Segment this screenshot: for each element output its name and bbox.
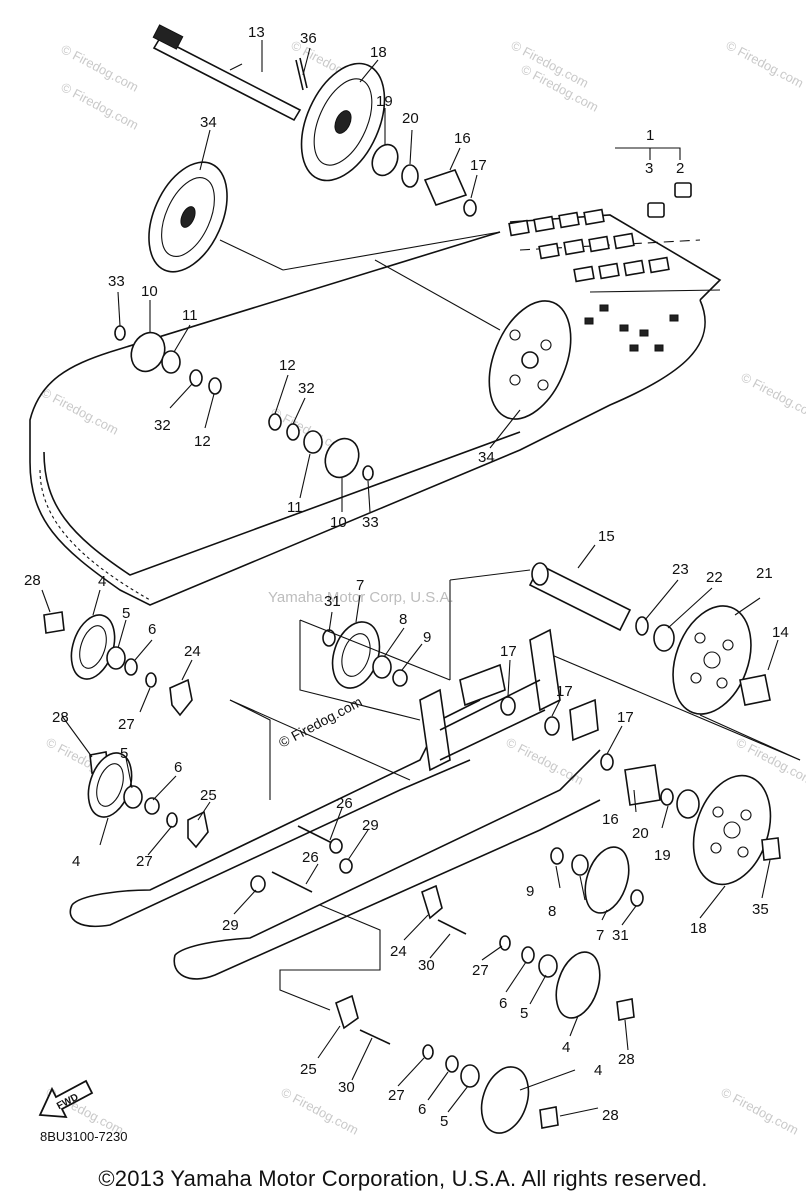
callout-5: 5 xyxy=(120,745,128,762)
callout-6: 6 xyxy=(148,621,156,638)
callout-4: 4 xyxy=(594,1062,602,1079)
callout-33: 33 xyxy=(108,273,125,290)
track-cleats xyxy=(508,208,679,352)
callout-26: 26 xyxy=(302,849,319,866)
watermark-center: Yamaha Motor Corp, U.S.A. xyxy=(268,589,454,606)
watermark: © Firedog.com xyxy=(724,37,806,90)
callout-34: 34 xyxy=(478,449,495,466)
callout-4: 4 xyxy=(98,573,106,590)
callout-30: 30 xyxy=(418,957,435,974)
callout-18: 18 xyxy=(370,44,387,61)
callout-7: 7 xyxy=(356,577,364,594)
callout-14: 14 xyxy=(772,624,789,641)
callout-20: 20 xyxy=(632,825,649,842)
callout-28: 28 xyxy=(618,1051,635,1068)
callout-26: 26 xyxy=(336,795,353,812)
callout-32: 32 xyxy=(154,417,171,434)
callout-5: 5 xyxy=(520,1005,528,1022)
watermark: © Firedog.com xyxy=(719,1084,801,1137)
suspension-rails xyxy=(69,628,601,1011)
callout-17: 17 xyxy=(556,683,573,700)
callout-8: 8 xyxy=(548,903,556,920)
callout-9: 9 xyxy=(423,629,431,646)
callout-19: 19 xyxy=(376,93,393,110)
callout-19: 19 xyxy=(654,847,671,864)
callout-13: 13 xyxy=(248,24,265,41)
callout-23: 23 xyxy=(672,561,689,578)
callout-33: 33 xyxy=(362,514,379,531)
copyright-notice: ©2013 Yamaha Motor Corporation, U.S.A. A… xyxy=(98,1166,708,1191)
callout-29: 29 xyxy=(222,917,239,934)
callout-31: 31 xyxy=(324,593,341,610)
callout-6: 6 xyxy=(174,759,182,776)
callout-12: 12 xyxy=(279,357,296,374)
callout-10: 10 xyxy=(141,283,158,300)
callout-24: 24 xyxy=(184,643,201,660)
callout-22: 22 xyxy=(706,569,723,586)
callout-6: 6 xyxy=(499,995,507,1012)
wheels-center xyxy=(422,846,644,1134)
callout-25: 25 xyxy=(200,787,217,804)
idler-wheel-34-mid xyxy=(488,300,572,420)
watermark: © Firedog.com xyxy=(39,384,121,437)
callout-36: 36 xyxy=(300,30,317,47)
callout-27: 27 xyxy=(472,962,489,979)
callout-16: 16 xyxy=(454,130,471,147)
callout-4: 4 xyxy=(562,1039,570,1056)
callout-numbers: 13 36 18 34 19 20 16 17 1 3 2 33 10 11 3… xyxy=(24,24,789,1130)
callout-9: 9 xyxy=(526,883,534,900)
callout-10: 10 xyxy=(330,514,347,531)
callout-27: 27 xyxy=(388,1087,405,1104)
drive-shaft xyxy=(152,24,308,122)
watermark: © Firedog.com xyxy=(504,734,586,787)
callout-20: 20 xyxy=(402,110,419,127)
part-code: 8BU3100-7230 xyxy=(40,1129,128,1144)
callout-11: 11 xyxy=(182,307,198,324)
callout-17: 17 xyxy=(617,709,634,726)
callout-11: 11 xyxy=(287,499,303,516)
callout-24: 24 xyxy=(390,943,407,960)
callout-3: 3 xyxy=(645,160,653,177)
track-clips xyxy=(615,147,692,218)
wheels-left xyxy=(43,611,178,828)
watermark-firedog-center: © Firedog.com xyxy=(276,693,365,750)
callout-28: 28 xyxy=(24,572,41,589)
leader-lines-upper xyxy=(117,40,521,513)
idler-lower-right xyxy=(500,696,781,886)
watermark: © Firedog.com xyxy=(739,369,806,422)
callout-16: 16 xyxy=(602,811,619,828)
callout-18: 18 xyxy=(690,920,707,937)
callout-27: 27 xyxy=(118,716,135,733)
callout-29: 29 xyxy=(362,817,379,834)
callout-31: 31 xyxy=(612,927,629,944)
callout-2: 2 xyxy=(676,160,684,177)
callout-21: 21 xyxy=(756,565,773,582)
callout-32: 32 xyxy=(298,380,315,397)
leader-lines-lower xyxy=(41,544,779,1117)
callout-5: 5 xyxy=(440,1113,448,1130)
callout-5: 5 xyxy=(122,605,130,622)
callout-25: 25 xyxy=(300,1061,317,1078)
callout-34: 34 xyxy=(200,114,217,131)
callout-1: 1 xyxy=(646,127,654,144)
callout-27: 27 xyxy=(136,853,153,870)
callout-7: 7 xyxy=(596,927,604,944)
sprocket-wheel-34-top xyxy=(148,161,228,273)
fwd-arrow-icon: FWD xyxy=(38,1079,94,1119)
wheel-7-upper xyxy=(299,619,451,721)
upper-bearings xyxy=(114,143,477,481)
callout-35: 35 xyxy=(752,901,769,918)
callout-28: 28 xyxy=(602,1107,619,1124)
callout-15: 15 xyxy=(598,528,615,545)
callout-30: 30 xyxy=(338,1079,355,1096)
callout-17: 17 xyxy=(470,157,487,174)
callout-4: 4 xyxy=(72,853,80,870)
callout-6: 6 xyxy=(418,1101,426,1118)
brackets-and-bolts xyxy=(169,678,467,1045)
callout-12: 12 xyxy=(194,433,211,450)
callout-17: 17 xyxy=(500,643,517,660)
callout-28: 28 xyxy=(52,709,69,726)
callout-8: 8 xyxy=(399,611,407,628)
